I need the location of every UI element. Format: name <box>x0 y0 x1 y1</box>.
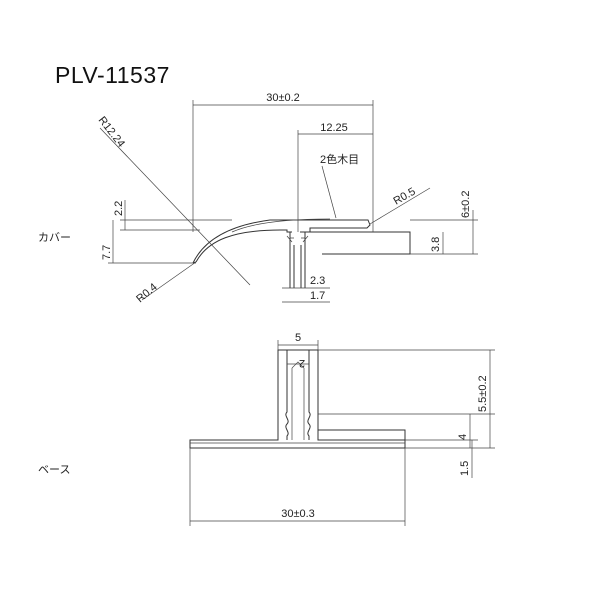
leg-width-dim: 2.3 <box>310 275 325 287</box>
leg-inner-dim: 1.7 <box>310 290 325 302</box>
base-stem-width-dim: 5 <box>295 332 301 344</box>
cover-dimensions: 30±0.2 12.25 2色木目 R12.24 R0.5 R0.4 6±0.2… <box>96 92 478 305</box>
cover-part-label: カバー <box>38 231 71 244</box>
base-stem-height-dim: 4 <box>457 434 469 440</box>
base-flange-height-dim: 1.5 <box>459 461 471 476</box>
cover-face-width-dim: 12.25 <box>320 122 348 134</box>
drawing-title: PLV-11537 <box>55 62 170 88</box>
base-height-dim: 5.5±0.2 <box>477 375 489 412</box>
base-profile <box>189 349 406 449</box>
base-stem-inner-dim: 2 <box>299 357 305 369</box>
radius-edge-label: R0.4 <box>134 281 160 305</box>
radius-arc-label: R12.24 <box>96 114 127 149</box>
cover-top-thickness-dim: 2.2 <box>113 201 125 216</box>
base-width-dim: 30±0.3 <box>281 508 315 520</box>
cover-total-height-dim: 7.7 <box>101 245 113 260</box>
cover-profile <box>192 218 411 288</box>
cover-height-dim: 6±0.2 <box>460 191 472 218</box>
cover-width-dim: 30±0.2 <box>266 92 300 104</box>
finish-note: 2色木目 <box>320 152 359 166</box>
base-part-label: ベース <box>38 463 71 476</box>
base-dimensions: 5 2 5.5±0.2 4 1.5 30±0.3 <box>189 332 495 526</box>
radius-tip-label: R0.5 <box>392 186 418 208</box>
cover-side-height-dim: 3.8 <box>430 237 442 252</box>
